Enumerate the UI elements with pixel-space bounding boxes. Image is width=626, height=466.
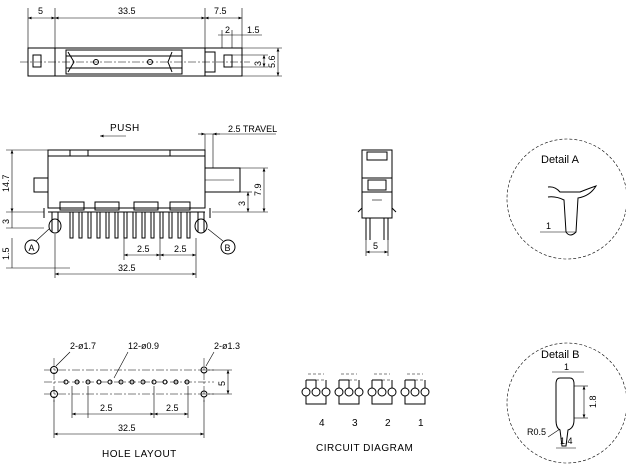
front-view: PUSH 2.5 TRAVEL [1,123,277,278]
dim-front-pitch-a: 2.5 [137,244,150,254]
top-hole-right [147,59,153,65]
side-view: 5 [357,149,397,256]
detail-b-title: Detail B [541,349,580,361]
dim-front-width: 32.5 [118,263,136,273]
marker-a-label: A [29,243,35,253]
hole-dim-pitch-a: 2.5 [100,403,113,413]
dim-front-base: 1.5 [1,247,11,260]
hole-layout-caption: HOLE LAYOUT [102,449,177,460]
circuit-group-4 [301,373,331,397]
dim-top-slot: 2 [225,25,230,35]
circuit-number-4: 4 [319,418,325,429]
marker-a [24,239,40,255]
dim-top-gap: 1.5 [247,25,260,35]
circuit-group-3 [334,373,364,397]
push-label: PUSH [110,123,140,134]
circuit-number-3: 3 [352,418,358,429]
hole-layout: 2-ø1.7 12-ø0.9 2-ø1.3 [44,341,240,460]
top-view: 5 33.5 7.5 2 1.5 3 5.6 [20,6,282,77]
top-hole-left [93,59,99,65]
dim-front-act-small: 3 [237,201,247,206]
detail-a-title: Detail A [541,154,580,166]
dim-front-pitch-b: 2.5 [174,244,187,254]
travel-label: 2.5 TRAVEL [228,124,277,134]
dim-side-width: 5 [373,241,378,251]
hole-dim-height: 5 [217,381,227,386]
circuit-caption: CIRCUIT DIAGRAM [316,443,413,454]
mount-hole-br [200,390,208,398]
detail-a-dim: 1 [546,221,551,231]
marker-b-label: B [225,243,231,253]
detail-b-dim-radius: R0.5 [527,427,546,437]
pin-holes [63,379,190,385]
dim-top-outer-height: 5.6 [267,55,277,68]
detail-b-dim-height: 1.8 [588,395,598,408]
dim-front-height: 14.7 [1,174,11,192]
circuit-number-1: 1 [418,418,424,429]
detail-b-dim-width: 1.4 [560,436,573,446]
mount-hole-tl [50,366,58,374]
hole-note-right: 2-ø1.3 [214,341,240,351]
circuit-group-1 [400,373,430,397]
mount-hole-tr [200,366,208,374]
dim-front-pin: 3 [1,219,11,224]
circuit-number-2: 2 [385,418,391,429]
dim-top-body: 33.5 [118,6,136,16]
hole-dim-pitch-b: 2.5 [166,403,179,413]
front-pins [69,211,191,239]
detail-b: Detail B 1 1.8 R0.5 1.4 [506,342,626,464]
detail-a: Detail A 1 [506,138,626,260]
dim-front-act: 7.9 [253,183,263,196]
dim-top-inner-height: 3 [253,61,263,66]
detail-b-dim-top: 1 [564,362,569,372]
mount-hole-bl [50,390,58,398]
circuit-diagram: 4 3 2 1 CIRCUIT DIAGRAM [301,373,430,454]
marker-b [220,239,236,255]
dim-top-left: 5 [38,6,43,16]
hole-dim-width: 32.5 [118,423,136,433]
circuit-group-2 [367,373,397,397]
hole-note-mid: 12-ø0.9 [128,341,159,351]
dim-top-right: 7.5 [214,6,227,16]
hole-note-left: 2-ø1.7 [70,341,96,351]
